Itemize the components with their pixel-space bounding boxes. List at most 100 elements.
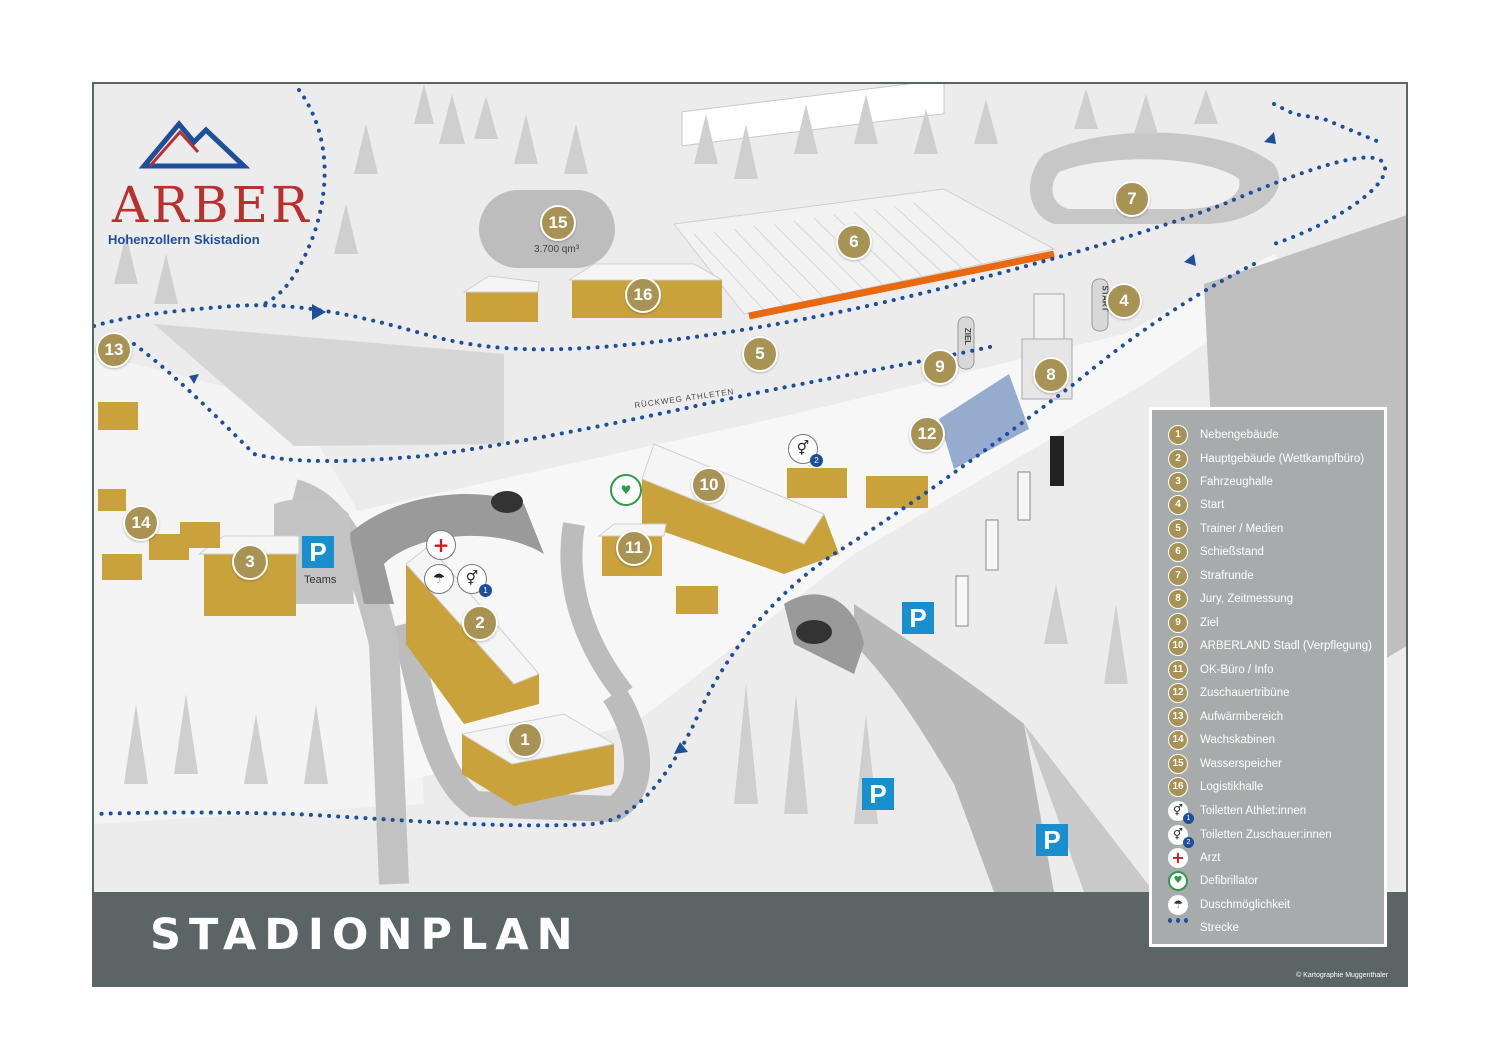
brand-logo: ARBER [112, 176, 312, 234]
medical-cross-icon: + [1168, 848, 1188, 868]
forest [114, 84, 1218, 824]
shower-icon: ☂ [1168, 895, 1188, 915]
legend-badge: 1 [1168, 425, 1188, 445]
legend-badge: 12 [1168, 683, 1188, 703]
toilet-spectators-icon[interactable]: ⚥2 [788, 434, 823, 467]
legend-badge: 4 [1168, 495, 1188, 515]
finish-sign [957, 316, 975, 370]
legend-label: Strafrunde [1200, 570, 1254, 582]
cartography-credit: © Kartographie Muggenthaler [1296, 972, 1388, 979]
legend-badge: 11 [1168, 660, 1188, 680]
legend-label: Arzt [1200, 852, 1221, 864]
legend-item: 12 Zuschauertribüne [1168, 682, 1290, 704]
map-marker-13[interactable]: 13 [96, 332, 132, 368]
parking-sign[interactable]: P [862, 778, 894, 810]
legend-label: Strecke [1200, 922, 1239, 934]
map-marker-6[interactable]: 6 [836, 224, 872, 260]
map-marker-3[interactable]: 3 [232, 544, 268, 580]
parking-teams-sign[interactable]: P [302, 536, 334, 568]
legend-label: Trainer / Medien [1200, 523, 1284, 535]
map-marker-4[interactable]: 4 [1106, 283, 1142, 319]
medical-cross-icon[interactable]: + [426, 530, 456, 560]
legend-label: Wasserspeicher [1200, 758, 1283, 770]
map-marker-15[interactable]: 15 [540, 205, 576, 241]
legend-item: ☂ Duschmöglichkeit [1168, 894, 1290, 916]
legend-label: Aufwärmbereich [1200, 711, 1284, 723]
grandstand [939, 374, 1029, 469]
track-dots-icon [1168, 918, 1188, 938]
toilet-number-badge: 2 [810, 454, 823, 467]
legend-item: 15 Wasserspeicher [1168, 753, 1282, 775]
toilet-athletes-icon[interactable]: ⚥1 [457, 564, 492, 597]
legend-label: Toiletten Athlet:innen [1200, 805, 1307, 817]
legend-badge: 14 [1168, 730, 1188, 750]
map-marker-16[interactable]: 16 [625, 277, 661, 313]
legend-label: ARBERLAND Stadl (Verpflegung) [1200, 640, 1372, 652]
defibrillator-icon: ♥ [1168, 871, 1188, 891]
legend-label: Duschmöglichkeit [1200, 899, 1291, 911]
legend-label: Fahrzeughalle [1200, 476, 1273, 488]
checkered-banner [1050, 436, 1064, 486]
legend-badge: 2 [1168, 449, 1188, 469]
legend-item: + Arzt [1168, 847, 1220, 869]
map-marker-8[interactable]: 8 [1033, 357, 1069, 393]
map-marker-14[interactable]: 14 [123, 505, 159, 541]
teams-label: Teams [304, 574, 337, 586]
track-arrows [189, 132, 1276, 754]
map-marker-2[interactable]: 2 [462, 605, 498, 641]
toilet-number-badge: 1 [479, 584, 492, 597]
map-marker-5[interactable]: 5 [742, 336, 778, 372]
legend-badge: 6 [1168, 542, 1188, 562]
map-marker-11[interactable]: 11 [616, 530, 652, 566]
legend-label: Zuschauertribüne [1200, 687, 1290, 699]
legend-label: Toiletten Zuschauer:innen [1200, 829, 1332, 841]
legend-label: Logistikhalle [1200, 781, 1264, 793]
legend-label: Wachskabinen [1200, 734, 1276, 746]
finish-sign-label: ZIEL [963, 327, 973, 346]
legend-label: Ziel [1200, 617, 1219, 629]
map-marker-1[interactable]: 1 [507, 722, 543, 758]
water-storage-label: 3.700 qm³ [534, 244, 580, 255]
track-route [94, 88, 1388, 828]
flags-banner [681, 84, 945, 147]
storage-hut [462, 275, 540, 322]
defibrillator-icon[interactable]: ♥ [610, 474, 642, 506]
toilet-athletes-icon: ⚥1 [1168, 801, 1194, 824]
map-marker-10[interactable]: 10 [691, 467, 727, 503]
arber-logo-mark [138, 120, 251, 169]
legend-item: ♥ Defibrillator [1168, 870, 1258, 892]
legend-badge: 15 [1168, 754, 1188, 774]
legend-badge: 8 [1168, 589, 1188, 609]
legend-item: 7 Strafrunde [1168, 565, 1254, 587]
toilet-spectators-icon: ⚥2 [1168, 825, 1194, 848]
legend-badge: 5 [1168, 519, 1188, 539]
legend-label: Defibrillator [1200, 875, 1259, 887]
map-marker-9[interactable]: 9 [922, 349, 958, 385]
shower-icon[interactable]: ☂ [424, 564, 454, 594]
warmup-field [154, 324, 504, 446]
legend-item: 4 Start [1168, 494, 1224, 516]
map-marker-7[interactable]: 7 [1114, 181, 1150, 217]
wax-cabins [98, 402, 220, 580]
legend-label: Start [1200, 499, 1225, 511]
rock-wall-left [349, 494, 544, 604]
access-road [854, 604, 1054, 892]
legend-badge: 3 [1168, 472, 1188, 492]
legend-item: Strecke [1168, 917, 1239, 939]
legend-badge: 7 [1168, 566, 1188, 586]
legend-item: ⚥2 Toiletten Zuschauer:innen [1168, 824, 1332, 848]
legend-badge: 10 [1168, 636, 1188, 656]
brand-subtitle: Hohenzollern Skistadion [108, 232, 260, 247]
parking-sign[interactable]: P [1036, 824, 1068, 856]
parking-sign[interactable]: P [902, 602, 934, 634]
map-marker-12[interactable]: 12 [909, 416, 945, 452]
legend-item: 9 Ziel [1168, 612, 1219, 634]
legend-badge: 9 [1168, 613, 1188, 633]
building-hut-right [676, 468, 928, 614]
